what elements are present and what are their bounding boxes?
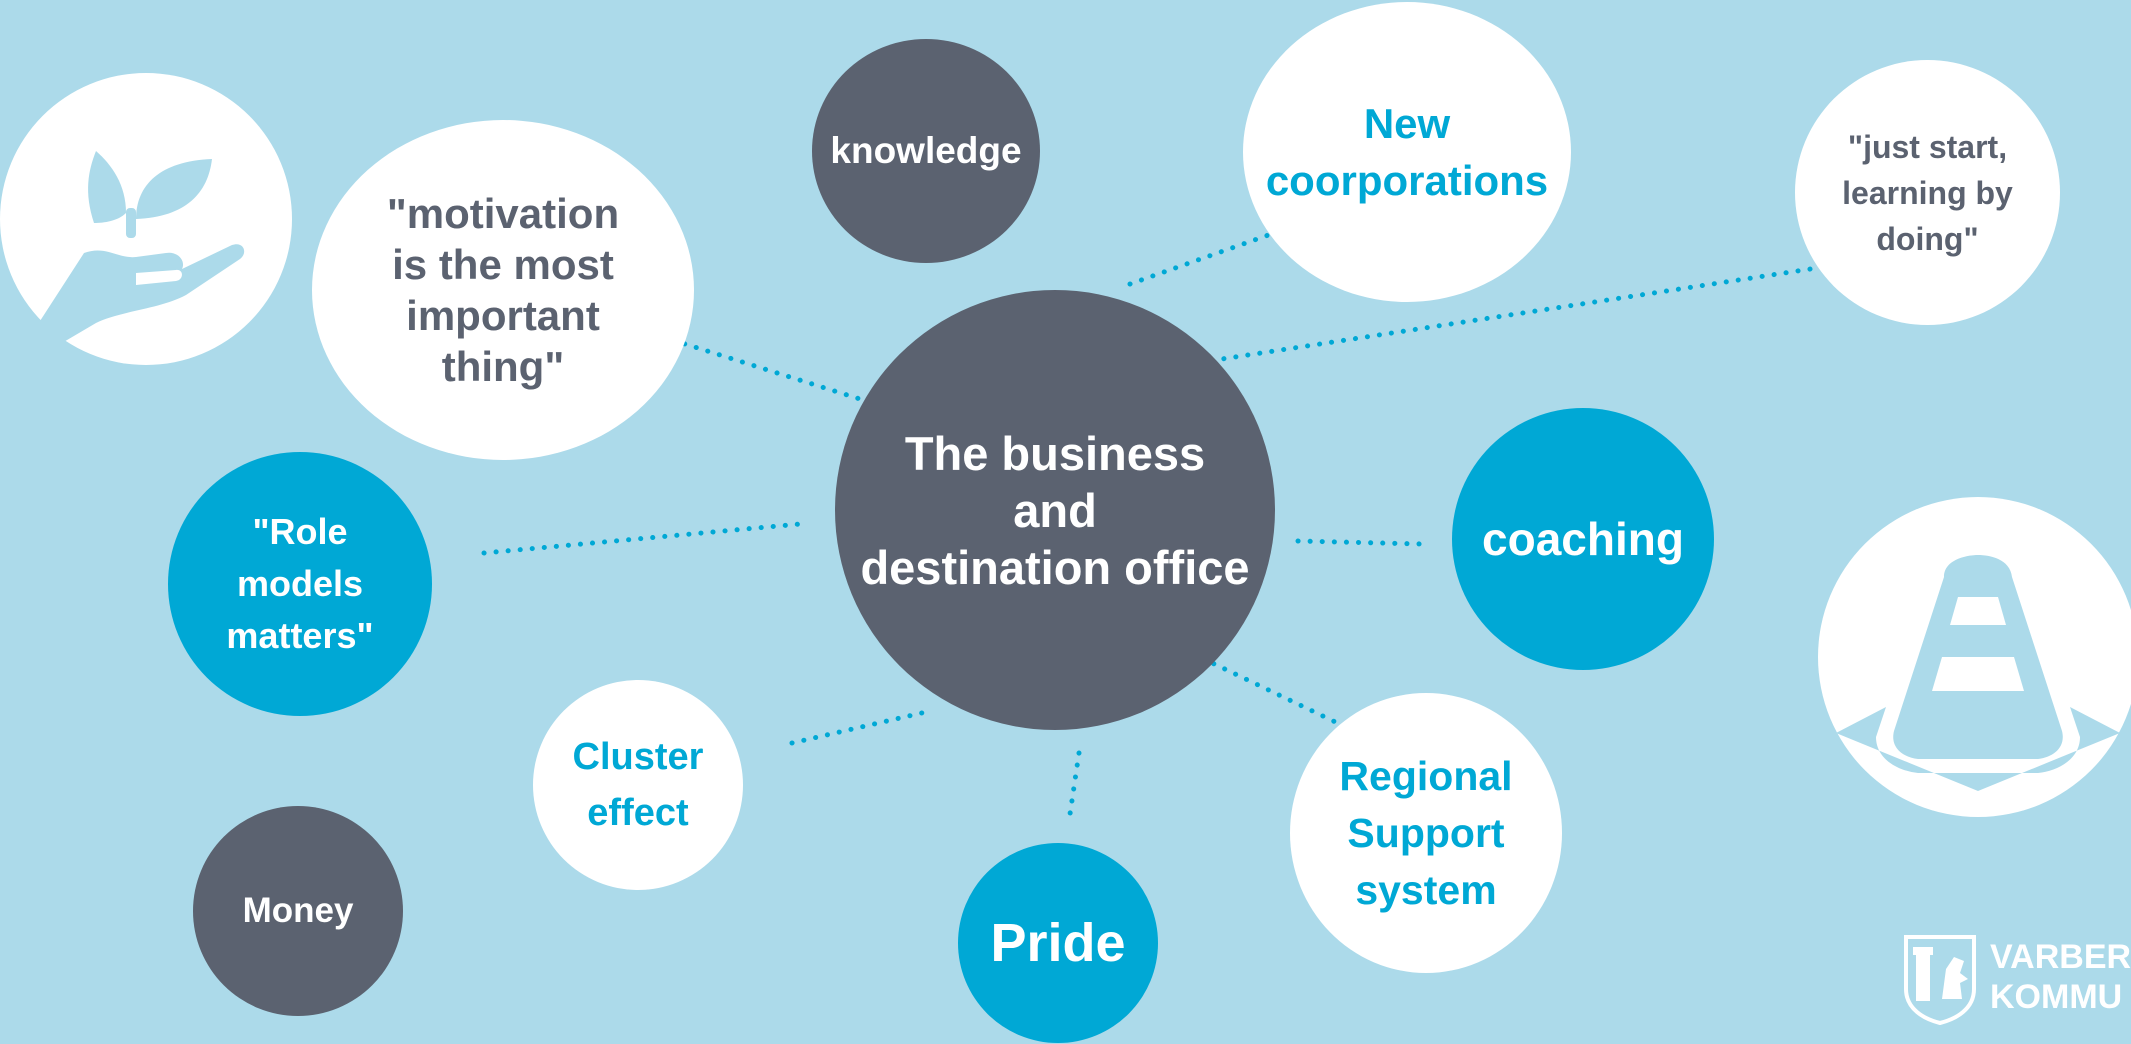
plant-icon-circle [0,73,292,365]
connector-new-coop [1127,229,1280,287]
regional-support-bubble: Regional Support system [1290,693,1562,973]
pride-bubble: Pride [958,843,1158,1043]
motivation-quote-text: "motivation is the most important thing" [386,190,620,390]
coaching-text: coaching [1482,513,1684,565]
cluster-effect-text: Cluster effect [572,736,704,834]
pride-text: Pride [990,913,1126,973]
role-models-text: "Role models matters" [226,511,374,656]
money-bubble: Money [193,806,403,1016]
municipality-name: VARBER KOMMU [1990,938,2131,1016]
knowledge-text: knowledge [830,130,1022,171]
connector-role-models [481,521,803,556]
cone-icon-circle [1818,497,2131,817]
plant-in-hand-icon [40,151,245,343]
central-office-bubble: The business and destination office [835,290,1275,730]
coaching-bubble: coaching [1452,408,1714,670]
municipality-logo: VARBER KOMMU [1902,933,2131,1025]
new-coorporations-bubble: New coorporations [1243,2,1571,302]
connector-motivation [647,330,898,413]
money-text: Money [242,891,354,930]
connector-regional [1178,645,1401,755]
knowledge-bubble: knowledge [812,39,1040,263]
connector-pride [1067,750,1082,817]
cluster-effect-bubble: Cluster effect [533,680,743,890]
central-office-text: The business and destination office [860,426,1250,594]
just-start-quote-bubble: "just start, learning by doing" [1795,60,2060,325]
motivation-quote-bubble: "motivation is the most important thing" [312,120,694,460]
role-models-bubble: "Role models matters" [168,452,432,716]
traffic-cone-icon [1836,555,2120,791]
new-coorporations-text: New coorporations [1265,100,1549,204]
connector-coaching [1295,538,1425,547]
connector-just-start [1173,265,1820,369]
regional-support-text: Regional Support system [1339,752,1513,913]
connector-cluster [789,709,929,746]
municipal-crest-icon [1904,935,1976,1025]
just-start-quote-text: "just start, learning by doing" [1842,128,2013,257]
